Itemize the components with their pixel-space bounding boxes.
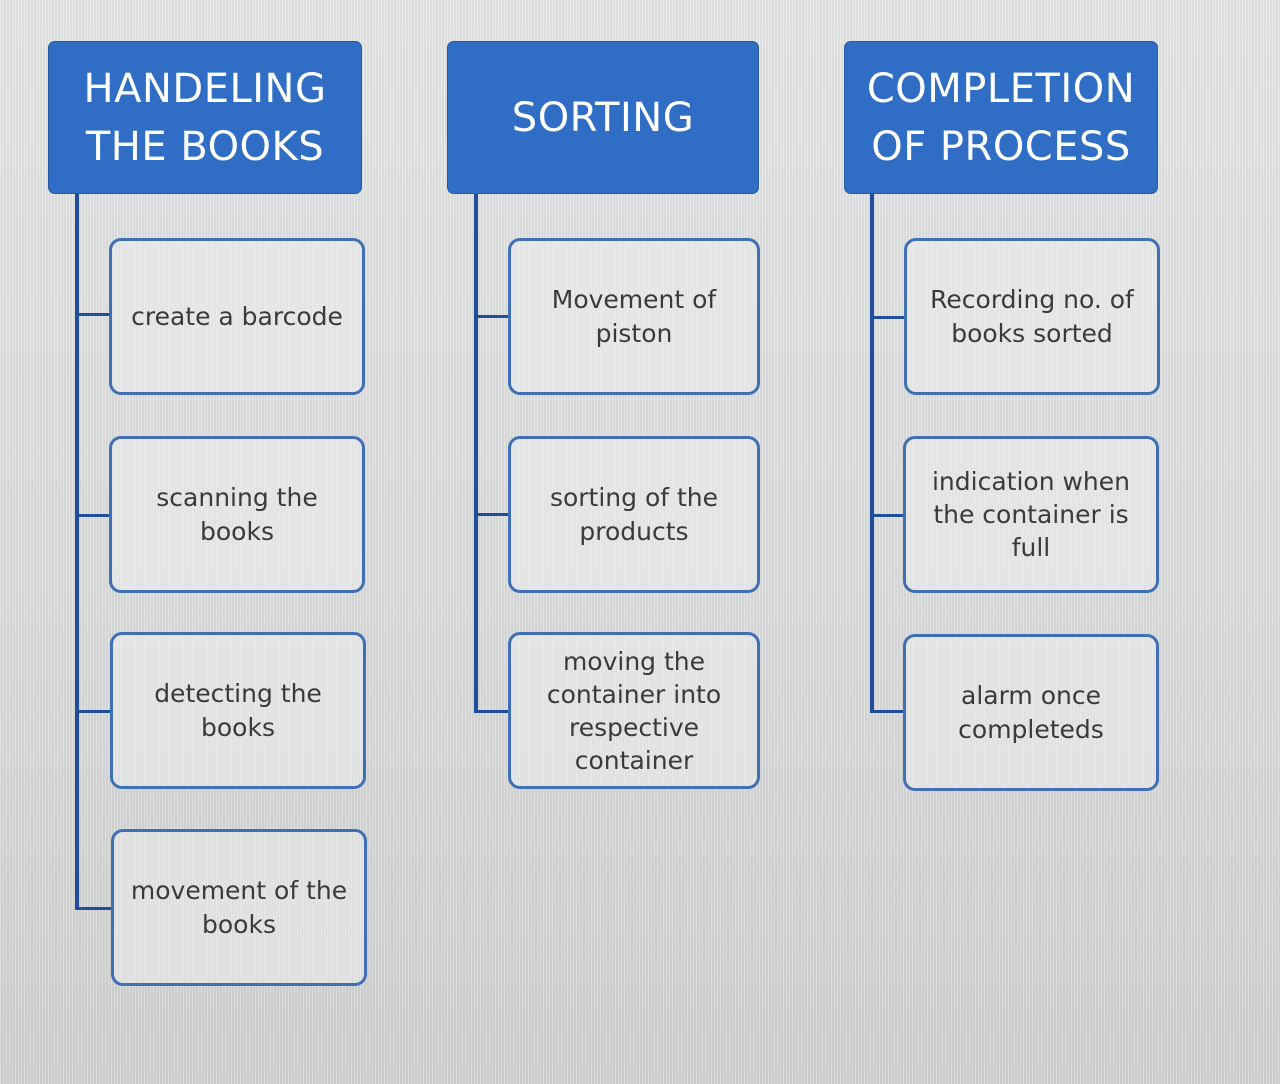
step-indication-container-full: indication when the container is full (903, 436, 1159, 593)
column-2-branch-line-3 (478, 710, 509, 713)
column-2-branch-line-1 (478, 315, 509, 318)
step-detecting-books: detecting the books (110, 632, 366, 789)
column-3-trunk-line (870, 194, 874, 713)
step-moving-container: moving the container into respective con… (508, 632, 760, 789)
column-3-branch-line-1 (874, 316, 905, 319)
column-2-branch-line-2 (478, 513, 509, 516)
column-header-handling-books: HANDELING THE BOOKS (48, 41, 362, 194)
column-1-branch-line-2 (79, 514, 110, 517)
column-header-sorting: SORTING (447, 41, 759, 194)
column-3-branch-line-2 (874, 514, 904, 517)
step-create-barcode: create a barcode (109, 238, 365, 395)
column-1-trunk-line (75, 194, 79, 910)
step-movement-of-piston: Movement of piston (508, 238, 760, 395)
column-2-trunk-line (474, 194, 478, 713)
column-1-branch-line-4 (79, 907, 112, 910)
step-sorting-products: sorting of the products (508, 436, 760, 593)
step-scanning-books: scanning the books (109, 436, 365, 593)
column-header-completion-process: COMPLETION OF PROCESS (844, 41, 1158, 194)
step-movement-of-books: movement of the books (111, 829, 367, 986)
step-alarm-once-completed: alarm once completeds (903, 634, 1159, 791)
column-1-branch-line-1 (79, 313, 110, 316)
column-3-branch-line-3 (874, 710, 904, 713)
step-recording-books-sorted: Recording no. of books sorted (904, 238, 1160, 395)
column-1-branch-line-3 (79, 710, 110, 713)
